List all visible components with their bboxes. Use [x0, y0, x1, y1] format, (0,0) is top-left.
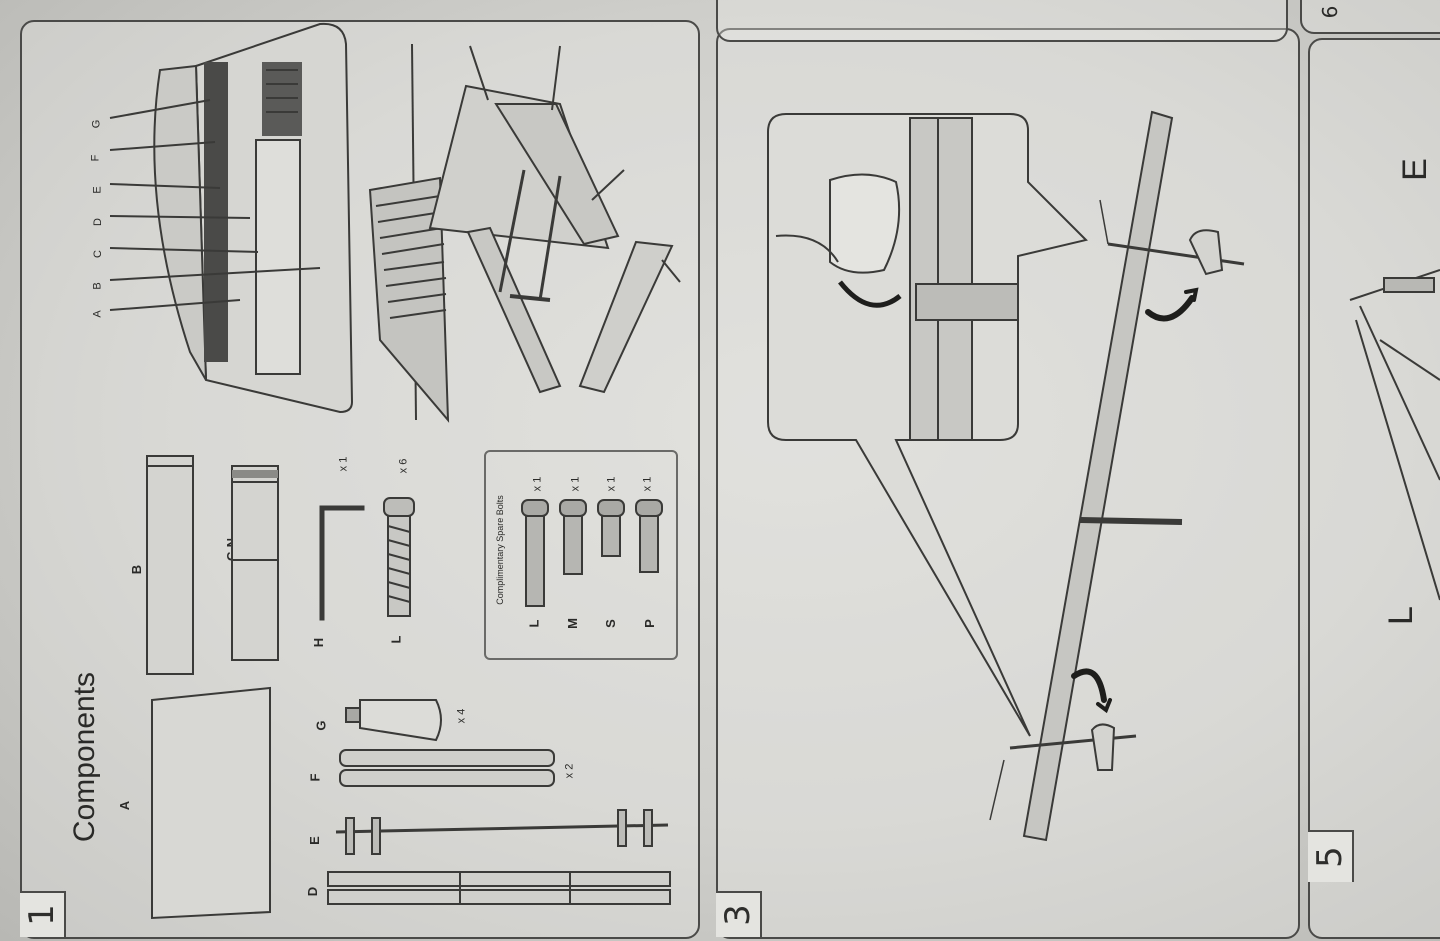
part-H-allen-key — [319, 505, 365, 621]
rotate-arrow-icon — [1071, 287, 1199, 714]
part-D-rails — [327, 871, 671, 905]
panel-step-5 — [1308, 38, 1440, 939]
spare-bolt-P — [635, 499, 663, 573]
zoom-callout — [767, 113, 1088, 737]
part-E-beam — [335, 809, 669, 855]
step-number-5: 5 — [1308, 830, 1354, 882]
step-number-3: 3 — [716, 891, 762, 937]
assembled-bed — [109, 22, 354, 414]
panel-step-6 — [1300, 0, 1440, 34]
step-number-1: 1 — [20, 891, 66, 937]
spare-bolt-M — [559, 499, 587, 575]
part-L-bolt — [383, 497, 415, 617]
spare-bolt-L — [521, 499, 549, 607]
part-A-headboard — [151, 686, 271, 920]
spare-bolts-box — [484, 450, 678, 660]
step3-rail-assembly — [989, 110, 1245, 842]
part-B-board — [146, 455, 194, 675]
part-G-foot — [345, 699, 442, 742]
part-CN-slats — [231, 465, 279, 661]
step5-partial-drawing — [1349, 269, 1440, 601]
part-F-rails — [339, 749, 555, 787]
panel-top-strip — [716, 0, 1288, 42]
exploded-frame — [368, 43, 681, 423]
spare-bolt-S — [597, 499, 625, 557]
